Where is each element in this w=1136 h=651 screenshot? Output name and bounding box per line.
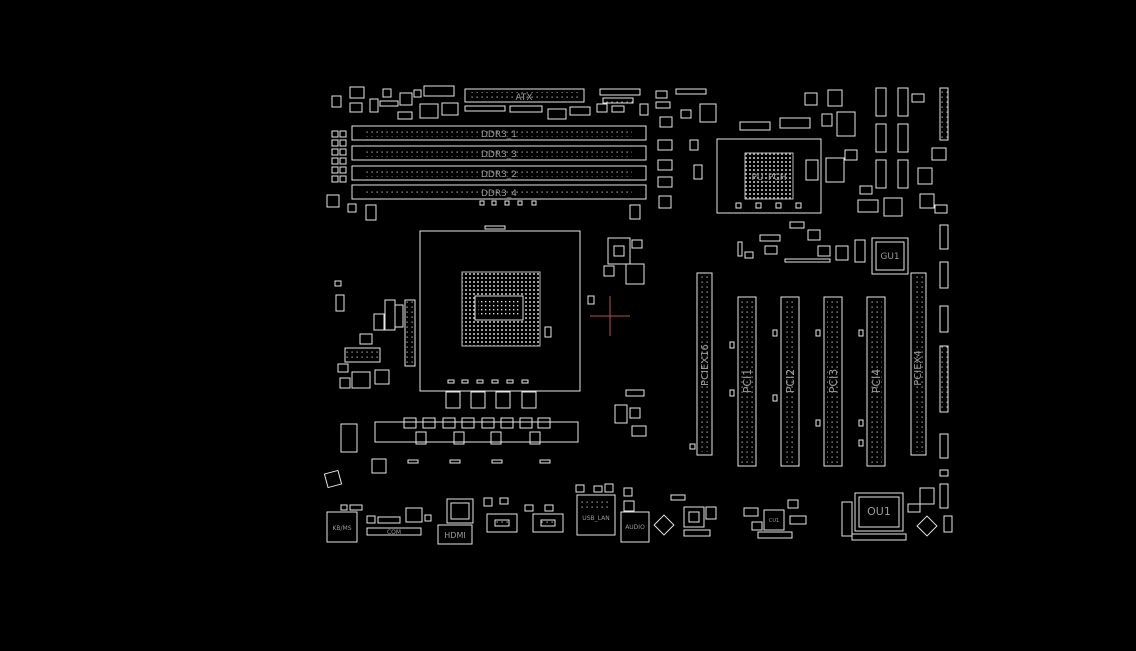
cu1-chip: CU1 <box>763 509 785 531</box>
hdmi-label: HDMI <box>444 531 465 540</box>
pciex4-slot: PCIEX4 <box>910 272 927 456</box>
ddr-slot-4-label: DDR3_4 <box>481 189 517 199</box>
pci-slot-2-label: PCI2 <box>784 369 797 394</box>
ou1-chip: OU1 <box>854 492 904 532</box>
atx-connector: ATX <box>464 88 585 103</box>
audio-label: AUDIO <box>625 524 645 531</box>
gpu-chip: GU1 <box>871 237 909 275</box>
gpu-label: GU1 <box>880 252 899 262</box>
pch-chipset: PU_PCH <box>716 138 822 214</box>
usb-lan-connector: USB_LAN <box>576 494 616 536</box>
audio-connector: AUDIO <box>620 511 650 543</box>
ddr-slot-3-label: DDR3_3 <box>481 150 517 160</box>
ddr-slot-4: DDR3_4 <box>351 184 647 200</box>
ddr-slot-1: DDR3_1 <box>351 125 647 141</box>
cpu-socket <box>419 230 581 392</box>
pci-slot-4-label: PCI4 <box>870 369 883 394</box>
pciex4-label: PCIEX4 <box>913 350 924 386</box>
ddr-slot-1-label: DDR3_1 <box>481 130 517 140</box>
pci-slot-1-label: PCI1 <box>741 369 754 394</box>
ddr-slot-2-label: DDR3_2 <box>481 170 517 180</box>
ou1-label: OU1 <box>867 505 891 518</box>
pciex16-slot: PCIEX16 <box>696 272 713 456</box>
pci-slot-2: PCI2 <box>780 296 800 467</box>
cu1-label: CU1 <box>769 518 779 524</box>
com-label: COM <box>387 529 401 536</box>
ps2-label: KB/MS <box>332 525 351 532</box>
pci-slot-3: PCI3 <box>823 296 843 467</box>
ddr-slot-2: DDR3_2 <box>351 165 647 181</box>
atx-label: ATX <box>515 93 532 103</box>
ddr-slot-3: DDR3_3 <box>351 145 647 161</box>
pci-slot-3-label: PCI3 <box>827 369 840 394</box>
pci-slot-1: PCI1 <box>737 296 757 467</box>
pciex16-label: PCIEX16 <box>700 344 711 386</box>
crosshair-icon[interactable] <box>590 296 630 336</box>
pci-slot-4: PCI4 <box>866 296 886 467</box>
pch-label: PU_PCH <box>752 173 787 183</box>
com-header: COM <box>366 527 422 536</box>
hdmi-connector: HDMI <box>437 498 474 545</box>
ps2-connector: KB/MS <box>326 511 358 543</box>
usb-lan-label: USB_LAN <box>582 515 609 522</box>
